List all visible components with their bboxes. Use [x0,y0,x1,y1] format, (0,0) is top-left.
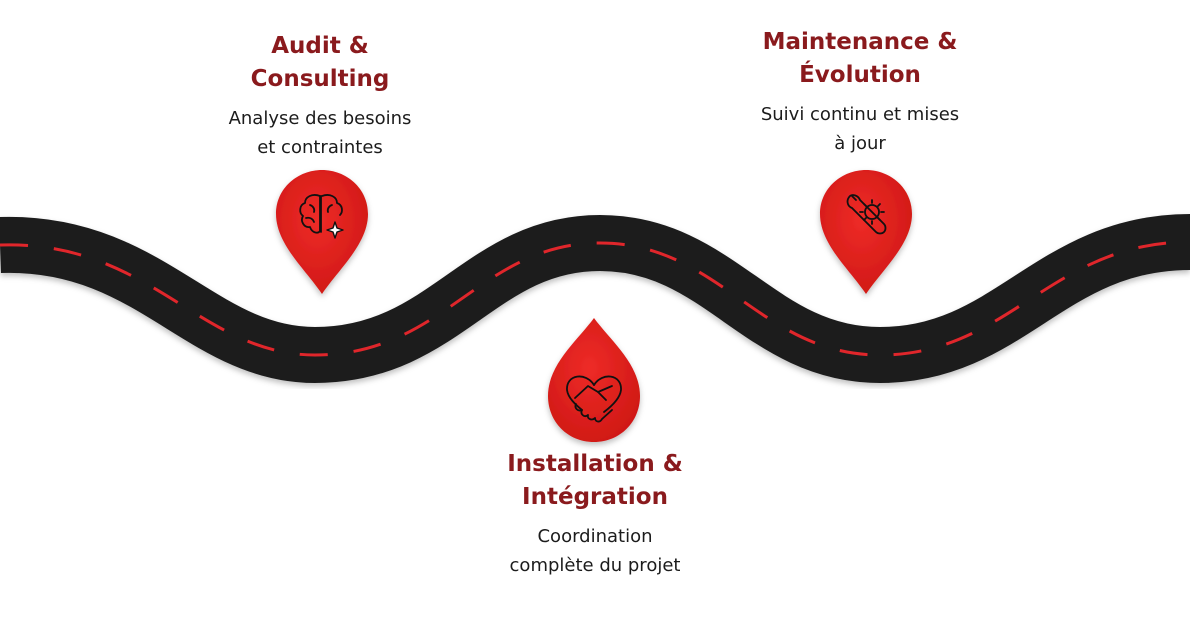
installation-pin [548,318,640,442]
step-description: Suivi continu et mises à jour [760,104,960,154]
handshake-heart-icon [566,375,622,423]
brain-sparkle-icon [299,194,344,239]
step-description: Coordination complète du projet [509,526,681,576]
maintenance-pin [820,170,912,294]
wrench-gear-icon [846,194,887,235]
road-lane-markings [0,240,1190,357]
step-title: Installation & Intégration [507,451,683,510]
step-audit: Audit & Consulting Analyse des besoins e… [190,30,450,162]
step-installation: Installation & Intégration Coordination … [465,448,725,580]
step-maintenance: Maintenance & Évolution Suivi continu et… [730,26,990,158]
step-description: Analyse des besoins et contraintes [228,108,412,158]
step-title: Audit & Consulting [250,33,390,92]
step-title: Maintenance & Évolution [762,29,958,88]
audit-pin [276,170,368,294]
